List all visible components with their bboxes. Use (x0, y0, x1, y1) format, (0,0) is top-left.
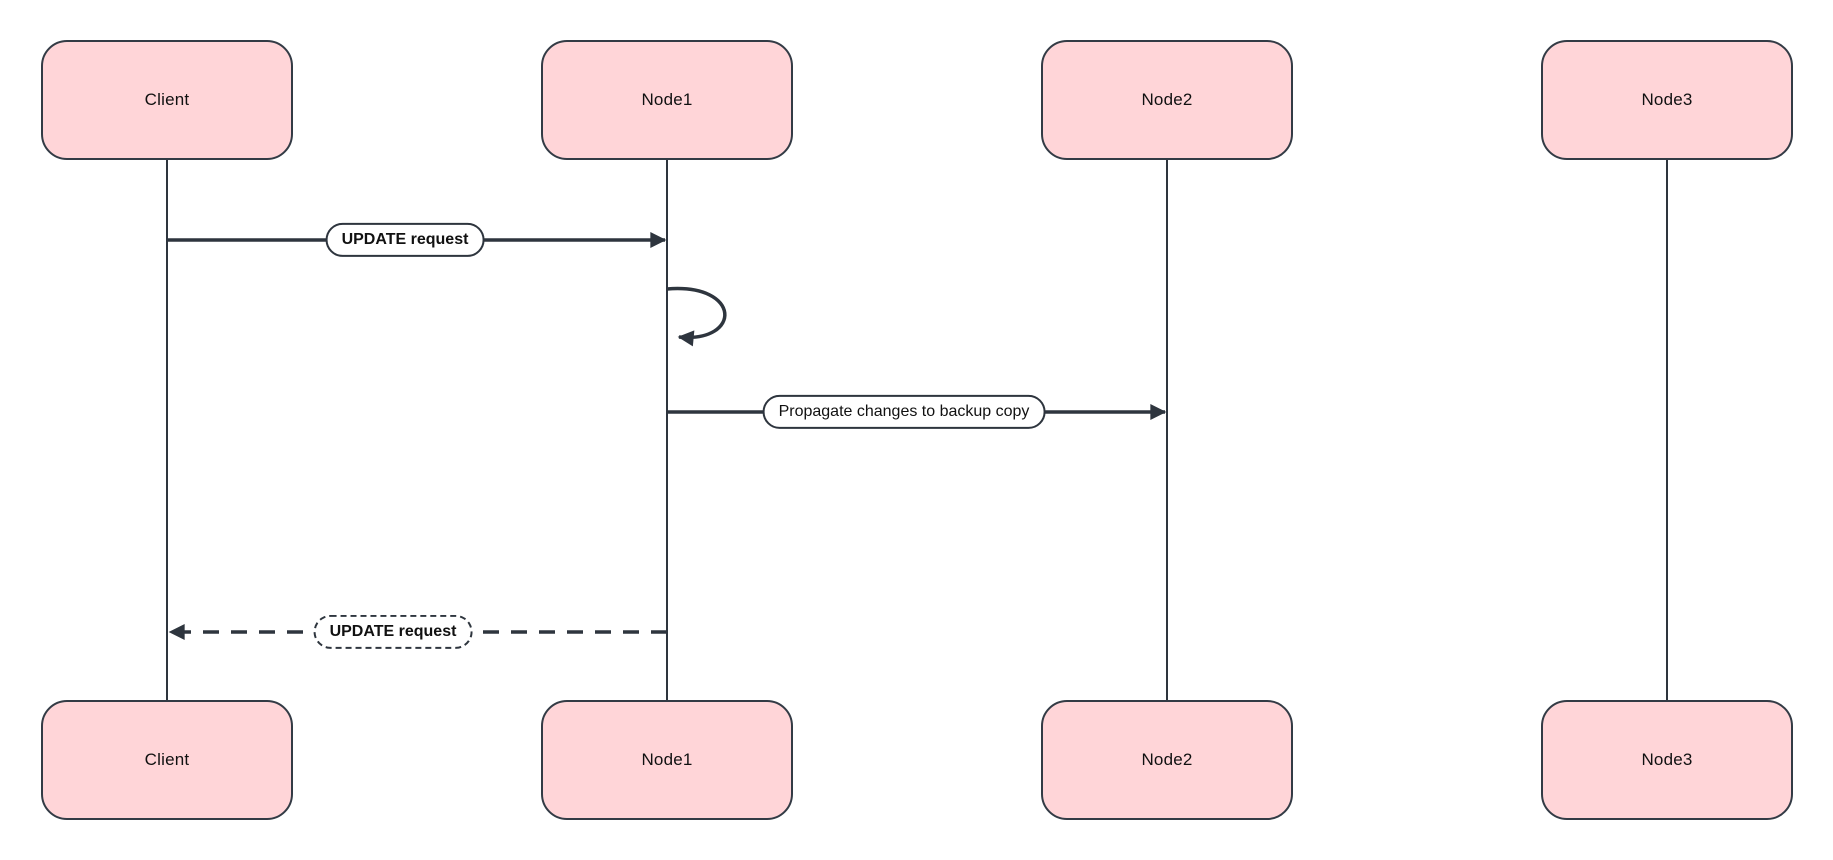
actor-box-node2-bottom: Node2 (1041, 700, 1293, 820)
actor-box-node1-bottom: Node1 (541, 700, 793, 820)
actor-box-node3-bottom: Node3 (1541, 700, 1793, 820)
actor-label-node2: Node2 (1141, 750, 1193, 769)
actor-label-node3: Node3 (1641, 90, 1693, 109)
actor-box-client-top: Client (41, 40, 293, 160)
actor-label-client: Client (144, 750, 190, 769)
actor-label-node2: Node2 (1141, 90, 1193, 109)
actor-box-client-bottom: Client (41, 700, 293, 820)
message-label-propagate-changes: Propagate changes to backup copy (762, 394, 1046, 430)
actor-box-node3-top: Node3 (1541, 40, 1793, 160)
actor-label-node3: Node3 (1641, 750, 1693, 769)
actor-box-node2-top: Node2 (1041, 40, 1293, 160)
message-label-update-reply: UPDATE request (313, 614, 473, 650)
self-loop-node1 (666, 286, 727, 347)
message-label-update-request: UPDATE request (325, 222, 485, 258)
actor-box-node1-top: Node1 (541, 40, 793, 160)
actor-label-node1: Node1 (641, 90, 693, 109)
actor-label-client: Client (144, 90, 190, 109)
actor-label-node1: Node1 (641, 750, 693, 769)
